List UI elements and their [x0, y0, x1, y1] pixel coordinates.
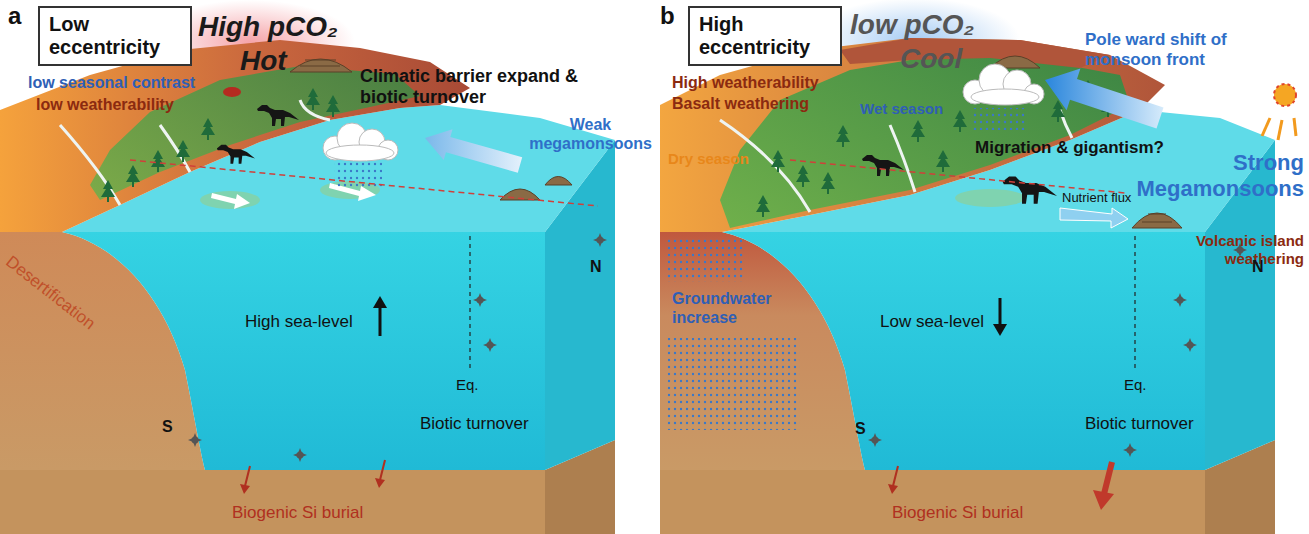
monsoon-label: Strong Megamonsoons	[1132, 150, 1304, 202]
sediment-label: Biogenic Si burial	[892, 503, 1023, 523]
sea-level-label: High sea-level	[245, 312, 353, 332]
compass-label: S	[855, 420, 866, 439]
climate-state: Cool	[900, 42, 962, 75]
monsoon-label: Pole ward shift of monsoon front	[1085, 30, 1250, 70]
sediment-label: Biogenic Si burial	[232, 503, 363, 523]
box-title: Low eccentricity	[49, 13, 181, 59]
box-title: High eccentricity	[699, 13, 831, 59]
sea-level-label: Low sea-level	[880, 312, 984, 332]
panel-b-arrows	[888, 69, 1296, 511]
annotation-label: low weatherability	[36, 96, 174, 115]
compass-label: N	[590, 258, 602, 277]
climate-state: low pCO₂	[850, 8, 974, 41]
annotation-label: High weatherability	[672, 74, 819, 93]
annotation-label: Dry season	[668, 150, 749, 168]
annotation-label: Groundwater increase	[672, 290, 782, 328]
panel-a-art	[0, 0, 615, 534]
title-box: Low eccentricity	[38, 6, 192, 66]
equator-label: Eq.	[456, 376, 479, 394]
annotation-label: Biotic turnover	[1085, 414, 1194, 434]
climate-state: Hot	[240, 44, 287, 77]
climate-state: High pCO₂	[198, 10, 338, 43]
compass-label: S	[162, 418, 173, 437]
annotation-label: Biotic turnover	[420, 414, 529, 434]
panel-letter: a	[8, 2, 21, 30]
annotation-label: low seasonal contrast	[28, 74, 195, 93]
annotation-label: Wet season	[860, 100, 943, 118]
annotation-label: Basalt weathering	[672, 95, 809, 114]
panel-letter: b	[660, 2, 675, 30]
annotation-label: Nutrient flux	[1062, 190, 1131, 205]
panel-b-art	[660, 0, 1275, 534]
equator-label: Eq.	[1124, 376, 1147, 394]
annotation-label: Migration & gigantism?	[975, 138, 1164, 158]
annotation-label: Volcanic island weathering	[1190, 232, 1304, 267]
monsoon-label: Weak megamonsoons	[528, 116, 653, 154]
title-box: High eccentricity	[688, 6, 842, 66]
annotation-label: Climatic barrier expand & biotic turnove…	[360, 66, 585, 108]
compass-label: N	[1252, 258, 1264, 277]
